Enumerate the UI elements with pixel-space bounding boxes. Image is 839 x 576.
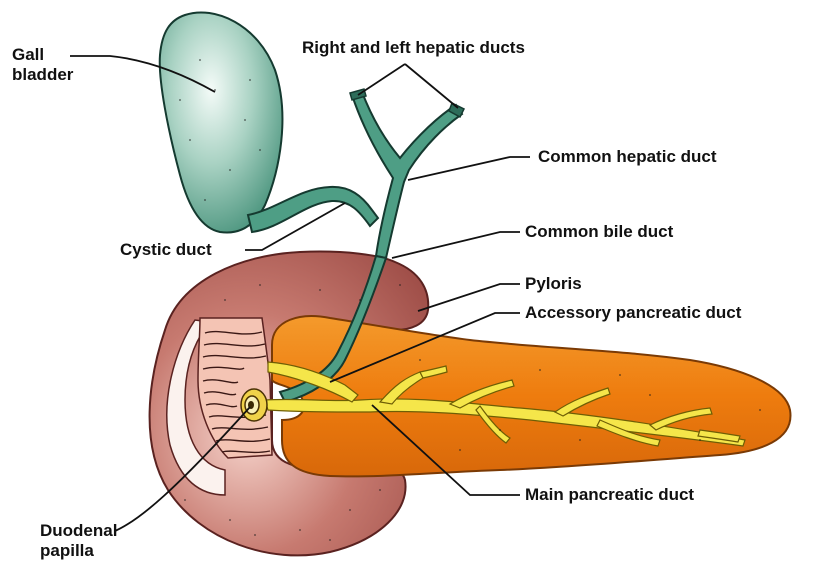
hepatic-duct-tree <box>352 92 462 258</box>
main-pancreatic-duct-label: Main pancreatic duct <box>525 485 694 505</box>
pyloris-label: Pyloris <box>525 274 582 294</box>
hepatic-ducts-label: Right and left hepatic ducts <box>302 38 525 58</box>
common-hepatic-duct-label: Common hepatic duct <box>538 147 717 167</box>
accessory-pancreatic-duct-label: Accessory pancreatic duct <box>525 303 741 323</box>
duodenal-papilla <box>241 389 267 421</box>
gallbladder <box>160 12 283 232</box>
duodenal-papilla-label: Duodenal papilla <box>40 521 117 561</box>
gallbladder-label: Gall bladder <box>12 45 73 85</box>
cystic-duct-label: Cystic duct <box>120 240 212 260</box>
common-bile-duct-label: Common bile duct <box>525 222 673 242</box>
